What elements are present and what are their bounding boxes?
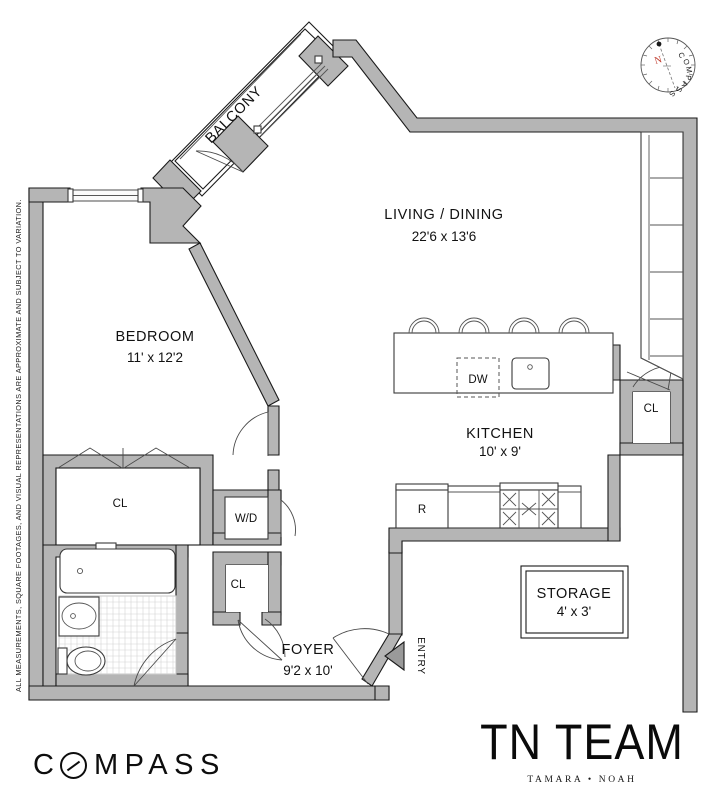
room-dim-kitchen: 10' x 9' [479,444,521,459]
toilet-bowl [66,646,106,676]
sink-fixture [58,596,100,637]
kitchen: DW KITCHEN 10' x 9' R [388,317,621,554]
room-label-kitchen: KITCHEN [466,426,534,442]
washer-dryer-unit [224,496,269,540]
closet-label-kitchen: CL [644,403,659,415]
tn-team-brand-logo: TN TEAM TAMARA • NOAH [467,716,697,785]
disclaimer-text: ALL MEASUREMENTS, SQUARE FOOTAGES, AND V… [14,199,23,692]
storage-unit: STORAGE 4' x 3' [520,565,629,639]
compass-north-label: N [653,54,663,67]
svg-text:A: A [679,80,689,88]
toilet-tank [57,647,68,675]
svg-text:S: S [667,89,677,99]
exterior-walls [28,39,698,713]
disclaimer-strip: ALL MEASUREMENTS, SQUARE FOOTAGES, AND V… [0,0,23,800]
room-label-living-dining: LIVING / DINING [384,207,503,223]
svg-text:P: P [684,75,693,81]
washer-dryer-closet: W/D [212,489,296,546]
washer-dryer-label: W/D [235,513,257,525]
room-label-foyer: FOYER [282,642,335,658]
kitchen-island-counter [393,332,614,394]
svg-text:C: C [676,51,687,61]
svg-text:O: O [681,58,692,67]
entry-label: ENTRY [415,637,426,675]
bedroom-closet: CL [42,447,214,546]
room-dim-bedroom: 11' x 12'2 [127,350,183,365]
kitchen-sink [511,357,550,390]
tn-team-subtitle: TAMARA • NOAH [527,775,637,785]
range-cooktop [499,482,559,529]
refrigerator [395,485,449,529]
bathroom [42,542,189,687]
room-dim-storage: 4' x 3' [557,604,591,619]
bathtub-fixture [59,548,176,594]
compass-logo-post: MPASS [93,748,226,781]
living-window-wall [640,131,684,380]
compass-rose-brand: C O M P A S S [667,51,694,99]
dishwasher-outline [456,357,500,398]
room-dim-living-dining: 22'6 x 13'6 [412,229,476,244]
compass-slashed-o-icon [60,751,88,779]
tn-team-title: TN TEAM [480,713,684,771]
balcony-sliding-door [253,55,329,137]
svg-text:S: S [674,85,684,94]
kitchen-closet: CL [619,365,684,456]
barstools [408,317,590,334]
closet-label-foyer: CL [231,579,246,591]
closet-label-bedroom: CL [113,498,128,510]
foyer-closet: CL [212,551,286,661]
svg-text:M: M [684,66,694,74]
compass-brand-logo: C MPASS [33,748,226,782]
foyer-entry: ENTRY [332,539,426,687]
balcony-area: BALCONY [152,21,349,210]
room-dim-foyer: 9'2 x 10' [283,663,332,678]
compass-rose-icon: N C O M P A S S [640,37,696,99]
bedroom-window [67,188,144,203]
refrigerator-label: R [418,504,426,516]
room-label-bedroom: BEDROOM [115,329,194,345]
entry-arrow-icon [384,640,405,672]
dishwasher-label: DW [468,374,487,386]
room-label-storage: STORAGE [537,586,612,602]
compass-logo-pre: C [33,748,61,781]
